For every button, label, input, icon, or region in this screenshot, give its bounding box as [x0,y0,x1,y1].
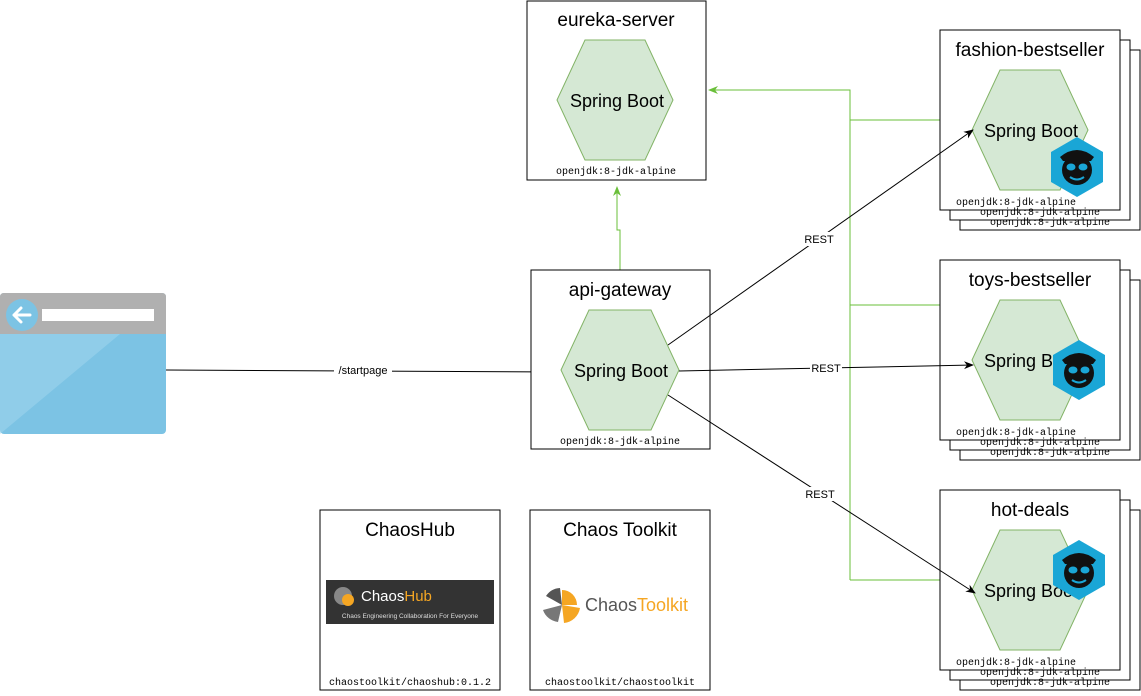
eureka-registration-lines [613,86,940,581]
service-title: eureka-server [557,10,675,31]
docker-image-label: openjdk:8-jdk-alpine [990,447,1110,459]
logo-word-chaos: ChaosHub [361,588,432,605]
service-toys-bestseller: toys-bestseller Spring Boot openjdk:8-jd… [939,259,1141,461]
hexagon-label: Spring Boot [984,121,1078,141]
service-fashion-bestseller: fashion-bestseller Spring Boot openjdk:8… [939,29,1141,231]
edge-label-rest: REST [804,234,834,246]
edge-label-startpage: /startpage [339,365,388,377]
docker-image-label: openjdk:8-jdk-alpine [980,207,1100,219]
chaoshub-logo: ChaosHub Chaos Engineering Collaboration… [326,580,494,624]
service-api-gateway: api-gateway Spring Boot openjdk:8-jdk-al… [530,269,711,450]
hexagon-label: Spring Boot [984,581,1078,601]
docker-image-label: openjdk:8-jdk-alpine [556,166,676,178]
chaos-toolkit-wordmark: ChaosToolkit [585,595,688,615]
service-title: hot-deals [991,500,1069,521]
tool-chaos-toolkit: Chaos Toolkit ChaosToolkit chaostoolkit/… [529,509,711,691]
spring-boot-hexagon [560,309,680,431]
docker-image-label: openjdk:8-jdk-alpine [956,427,1076,439]
tool-title: ChaosHub [365,520,455,541]
chaos-toolkit-logo-icon [543,588,580,623]
docker-image-label: openjdk:8-jdk-alpine [956,657,1076,669]
docker-image-label: openjdk:8-jdk-alpine [560,436,680,448]
service-eureka-server: eureka-server Spring Boot openjdk:8-jdk-… [526,0,707,181]
service-title: fashion-bestseller [956,40,1106,61]
edge-rest-fashion: REST [667,129,974,346]
hexagon-label: Spring Boot [574,361,668,381]
service-title: toys-bestseller [969,270,1092,291]
hexagon-label: Spring Boot [570,91,664,111]
docker-image-label: openjdk:8-jdk-alpine [956,197,1076,209]
spring-boot-hexagon [971,299,1089,421]
edge-rest-toys: REST [678,361,974,375]
tool-chaoshub: ChaosHub ChaosHub Chaos Engineering Coll… [319,509,501,691]
docker-image-label: chaostoolkit/chaostoolkit [545,677,695,689]
service-title: api-gateway [569,280,672,301]
tool-title: Chaos Toolkit [563,520,677,541]
browser-window-icon [0,293,166,434]
service-hot-deals: hot-deals Spring Boot openjdk:8-jdk-alpi… [939,489,1141,691]
docker-image-label: openjdk:8-jdk-alpine [990,677,1110,689]
docker-image-label: openjdk:8-jdk-alpine [980,667,1100,679]
edge-rest-hotdeals: REST [667,394,976,594]
spring-boot-hexagon [556,39,674,161]
edge-label-rest: REST [811,363,841,375]
edge-startpage: /startpage [165,363,559,377]
docker-image-label: openjdk:8-jdk-alpine [990,217,1110,229]
back-arrow-icon [6,299,38,331]
docker-image-label: openjdk:8-jdk-alpine [980,437,1100,449]
edge-label-rest: REST [805,489,835,501]
docker-image-label: chaostoolkit/chaoshub:0.1.2 [329,677,491,689]
chaoshub-tagline: Chaos Engineering Collaboration For Ever… [342,613,479,620]
